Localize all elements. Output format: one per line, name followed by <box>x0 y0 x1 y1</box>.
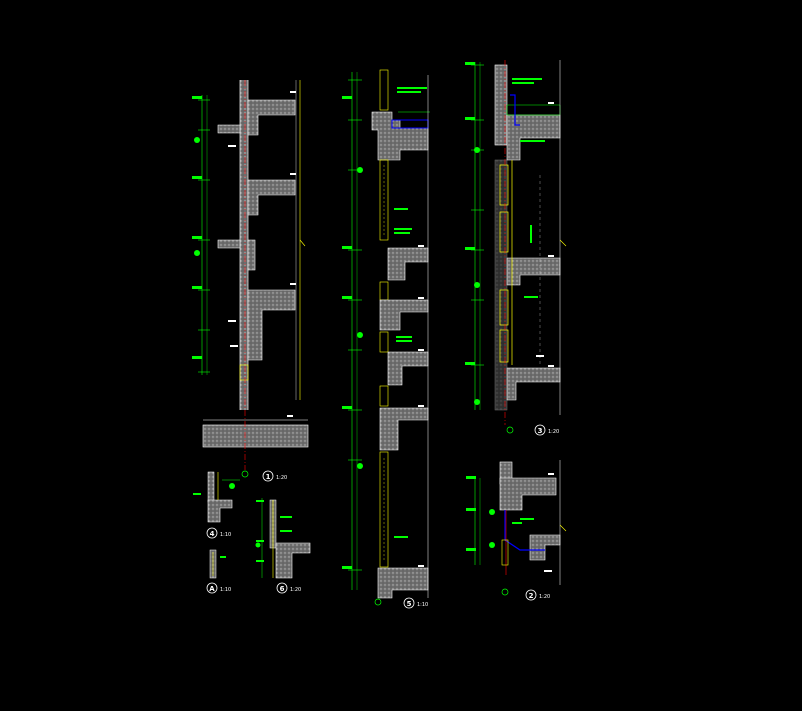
detail-2-label: 2 1:20 <box>525 589 550 601</box>
detail-4-number: 4 <box>210 530 215 538</box>
detail-5-label: 6 1:20 <box>276 582 301 594</box>
detail-5-scale: 1:20 <box>290 587 301 593</box>
detail-1-label: 1 1:20 <box>262 470 287 482</box>
detail-6-scale: 1:10 <box>417 602 428 608</box>
detail-3-label: 3 1:20 <box>534 424 559 436</box>
detail-3-number: 3 <box>538 427 543 435</box>
detail-4-scale: 1:10 <box>220 532 231 538</box>
detail-2-number: 2 <box>529 592 534 600</box>
detail-1-wall-section <box>192 80 309 478</box>
detail-6-wall-section <box>342 69 430 606</box>
detail-2-scale: 1:20 <box>539 594 550 600</box>
detail-a-section <box>209 549 226 579</box>
detail-1-scale: 1:20 <box>276 475 287 481</box>
detail-a-label: A 1:10 <box>206 582 231 594</box>
detail-5-section <box>255 498 311 579</box>
detail-5-number: 6 <box>280 585 285 593</box>
detail-3-scale: 1:20 <box>548 429 559 435</box>
detail-2-wall-section <box>466 460 567 596</box>
detail-6-number: 5 <box>407 600 412 608</box>
detail-a-scale: 1:10 <box>220 587 231 593</box>
detail-1-number: 1 <box>266 473 271 481</box>
detail-4-section <box>193 471 240 523</box>
detail-4-label: 4 1:10 <box>206 527 231 539</box>
detail-3-wall-section <box>465 60 567 434</box>
detail-a-letter: A <box>209 585 215 593</box>
detail-6-label: 5 1:10 <box>403 597 428 609</box>
